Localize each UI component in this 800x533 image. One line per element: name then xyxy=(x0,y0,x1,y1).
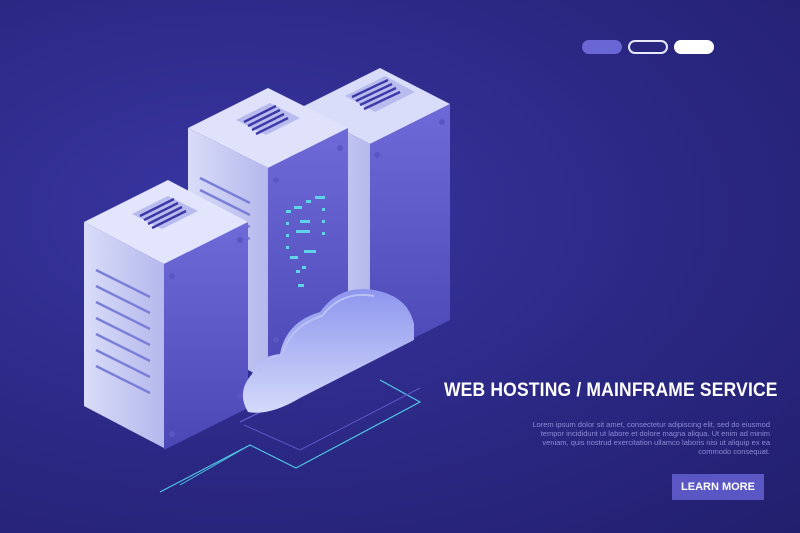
server-rack-icon xyxy=(84,180,248,450)
page-title: WEB HOSTING / MAINFRAME SERVICE xyxy=(444,380,778,401)
slider-dots xyxy=(582,40,714,54)
slider-dot-3[interactable] xyxy=(674,40,714,54)
learn-more-button[interactable]: LEARN MORE xyxy=(672,474,764,500)
slider-dot-2[interactable] xyxy=(628,40,668,54)
slider-dot-1[interactable] xyxy=(582,40,622,54)
cloud-icon xyxy=(239,288,414,423)
description-text: Lorem ipsum dolor sit amet, consectetur … xyxy=(532,420,770,456)
network-line-icon xyxy=(159,379,422,493)
